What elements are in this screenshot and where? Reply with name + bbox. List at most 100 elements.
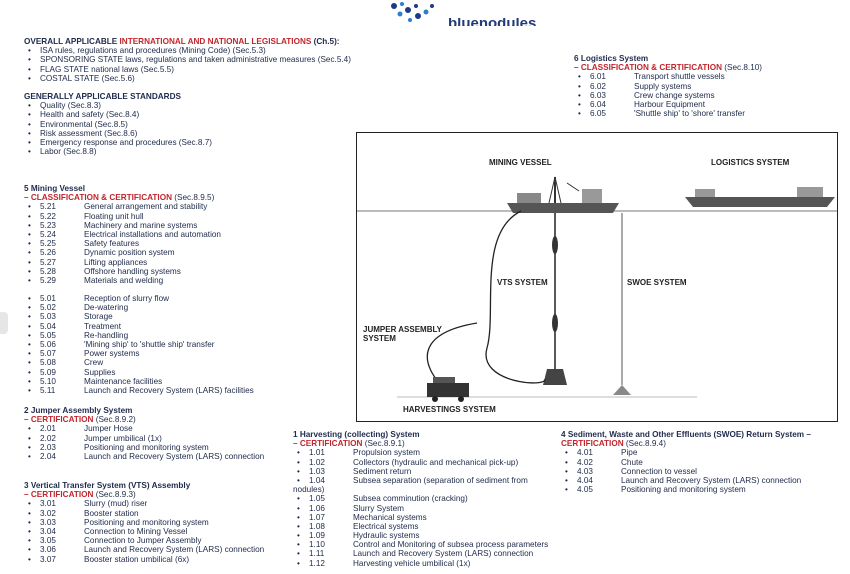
- bullet-icon: •: [28, 545, 31, 555]
- list-item-number: 1.01: [309, 448, 325, 458]
- list-item-number: 5.01: [40, 294, 56, 304]
- logistics-cert-sec: (Sec.8.10): [721, 63, 763, 73]
- list-item-number: 1.06: [309, 503, 325, 513]
- list-item-text: Harvesting vehicle umbilical (1x): [353, 558, 471, 568]
- vts-cert-label: – CERTIFICATION: [24, 490, 94, 500]
- bullet-icon: •: [28, 349, 31, 359]
- list-item-number: 3.05: [40, 536, 56, 546]
- bullet-icon: •: [28, 202, 31, 212]
- list-item-number: 5.28: [40, 266, 56, 276]
- list-item-text: Booster station: [84, 508, 139, 518]
- list-item-number: 5.03: [40, 312, 56, 322]
- list-item: •FLAG STATE national laws (Sec.5.5): [24, 65, 340, 74]
- bullet-icon: •: [28, 294, 31, 304]
- list-item-text: Jumper umbilical (1x): [84, 433, 162, 443]
- legislation-heading-highlight: INTERNATIONAL AND NATIONAL LEGISLATIONS: [119, 37, 312, 46]
- list-item-text: Maintenance facilities: [84, 376, 163, 386]
- bullet-icon: •: [28, 119, 31, 129]
- bullet-icon: •: [297, 503, 300, 513]
- bullet-icon: •: [565, 448, 568, 458]
- bullet-icon: •: [578, 99, 581, 109]
- list-item-text: Hydraulic systems: [353, 531, 420, 541]
- bullet-icon: •: [297, 466, 300, 476]
- list-item: •SPONSORING STATE laws, regulations and …: [24, 55, 351, 64]
- list-item-number: 5.23: [40, 220, 56, 230]
- list-item-number: 5.06: [40, 340, 56, 350]
- bullet-icon: •: [578, 109, 581, 119]
- mining-vessel-heading: 5 Mining Vessel: [24, 184, 85, 193]
- list-item-number: 1.04: [309, 475, 325, 485]
- list-item-text: Quality (Sec.8.3): [40, 101, 101, 111]
- list-item-text: Floating unit hull: [84, 211, 144, 221]
- bullet-icon: •: [297, 457, 300, 467]
- list-item-text: De-watering: [84, 303, 129, 313]
- mining-vessel-cert: – CLASSIFICATION & CERTIFICATION (Sec.8.…: [24, 193, 214, 202]
- bullet-icon: •: [28, 220, 31, 230]
- list-item-text: Crew: [84, 358, 104, 368]
- list-item-text: Storage: [84, 312, 113, 322]
- diagram-label-vts-system: VTS SYSTEM: [497, 278, 548, 287]
- logistics-cert: – CLASSIFICATION & CERTIFICATION (Sec.8.…: [574, 63, 762, 72]
- legislation-heading-suffix: (Ch.5):: [311, 37, 340, 46]
- list-item-text: Subsea comminution (cracking): [353, 494, 468, 504]
- list-item-text: Risk assessment (Sec.8.6): [40, 128, 138, 138]
- diagram-label-logistics-system: LOGISTICS SYSTEM: [711, 158, 790, 167]
- swoe-cert-label: CERTIFICATION: [561, 439, 624, 449]
- list-item-number: 5.26: [40, 248, 56, 258]
- bullet-icon: •: [28, 275, 31, 285]
- list-item-number: 5.22: [40, 211, 56, 221]
- list-item-text: Treatment: [84, 321, 122, 331]
- bullet-icon: •: [578, 72, 581, 82]
- bullet-icon: •: [28, 101, 31, 111]
- list-item-number: 2.04: [40, 451, 56, 461]
- list-item-number: 3.02: [40, 508, 56, 518]
- list-item-text: Environmental (Sec.8.5): [40, 119, 128, 129]
- list-item-wrap-text: nodules): [293, 485, 325, 495]
- harvesting-section: 1 Harvesting (collecting) System – CERTI…: [293, 430, 548, 568]
- list-item-text: Harbour Equipment: [634, 99, 705, 109]
- bullet-icon: •: [28, 321, 31, 331]
- list-item-number: 5.21: [40, 202, 56, 212]
- bullet-icon: •: [28, 517, 31, 527]
- list-item-text: Propulsion system: [353, 448, 420, 458]
- vts-heading: 3 Vertical Transfer System (VTS) Assembl…: [24, 481, 191, 490]
- list-item-text: Electrical installations and automation: [84, 229, 221, 239]
- diagram-label-swoe-system: SWOE SYSTEM: [627, 278, 687, 287]
- bullet-icon: •: [297, 512, 300, 522]
- bullet-icon: •: [565, 485, 568, 495]
- side-panel-handle[interactable]: [0, 312, 8, 334]
- bullet-icon: •: [28, 239, 31, 249]
- bullet-icon: •: [28, 147, 31, 157]
- list-item-text: Connection to vessel: [621, 466, 698, 476]
- swoe-section: 4 Sediment, Waste and Other Effluents (S…: [561, 430, 811, 494]
- list-item-number: 4.05: [577, 485, 593, 495]
- bullet-icon: •: [28, 442, 31, 452]
- list-item: •Emergency response and procedures (Sec.…: [24, 138, 212, 147]
- bullet-icon: •: [297, 558, 300, 568]
- list-item-text: Lifting appliances: [84, 257, 148, 267]
- legislation-list: •ISA rules, regulations and procedures (…: [24, 46, 351, 83]
- bullet-icon: •: [28, 330, 31, 340]
- bullet-icon: •: [28, 554, 31, 564]
- list-item-text: Supplies: [84, 367, 116, 377]
- list-item-text: Chute: [621, 457, 643, 467]
